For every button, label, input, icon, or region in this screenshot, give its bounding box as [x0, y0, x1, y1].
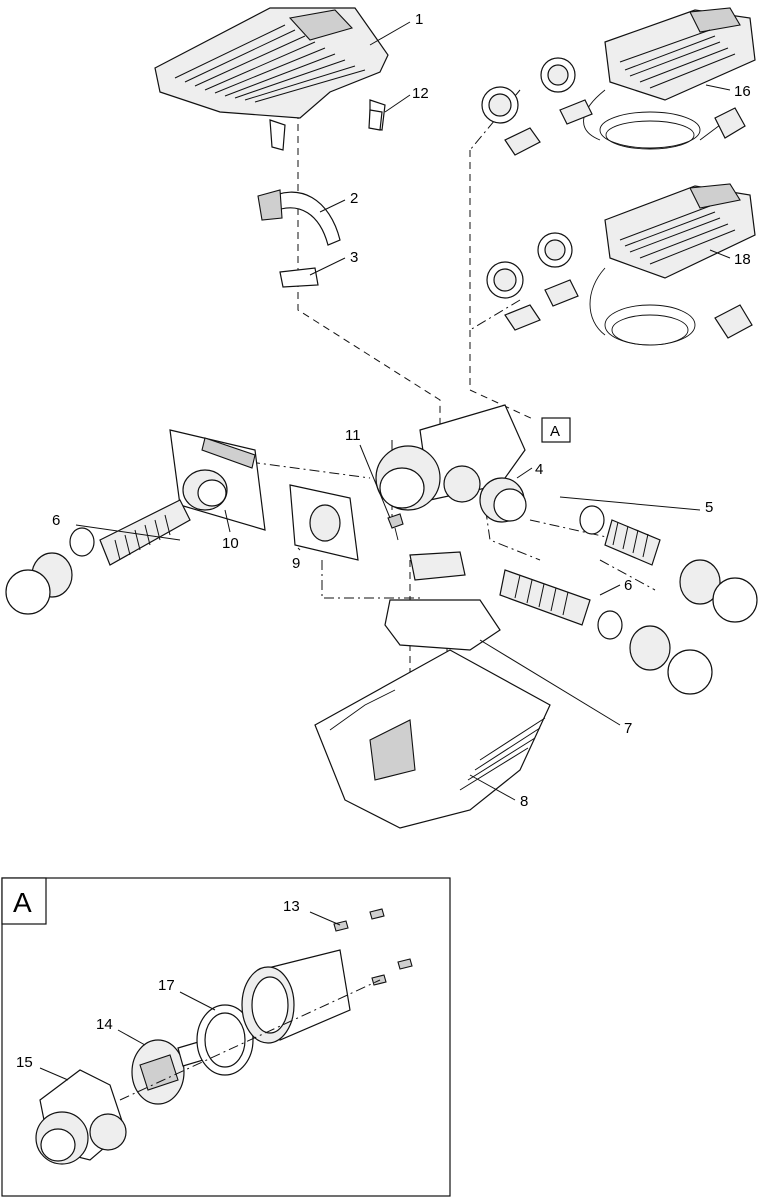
label-part-3: 3 — [350, 249, 358, 266]
label-part-1: 1 — [415, 11, 423, 28]
top-cover — [154, 7, 389, 151]
detail-box-label: A — [13, 887, 32, 918]
hose-tail-left — [5, 499, 191, 615]
clip-part — [368, 109, 383, 131]
hose-tail-lower-right — [499, 569, 713, 695]
socket-plug-2-pin — [481, 57, 593, 156]
pump-mount — [384, 551, 501, 651]
hose-tail-right — [579, 505, 758, 623]
base-housing — [314, 649, 551, 829]
detail-reference-label: A — [550, 423, 560, 440]
leader-lines — [39, 21, 731, 1081]
label-part-10: 10 — [222, 535, 239, 552]
label-part-5: 5 — [705, 499, 713, 516]
label-part-8: 8 — [520, 793, 528, 810]
label-part-2: 2 — [350, 190, 358, 207]
detail-a-dashes — [119, 979, 381, 1101]
gasket-plate — [289, 484, 359, 561]
label-part-6-right: 6 — [624, 577, 632, 594]
label-part-15: 15 — [16, 1054, 33, 1071]
small-clip — [279, 267, 319, 288]
label-part-7: 7 — [624, 720, 632, 737]
part-numbers: 1 12 2 3 11 4 5 6 6 10 9 7 8 16 18 13 17… — [16, 11, 751, 1071]
control-unit-bottom — [589, 183, 756, 346]
socket-plug-4-pin — [486, 232, 579, 331]
label-part-14: 14 — [96, 1016, 113, 1033]
pump-housing — [375, 404, 526, 511]
screw — [387, 513, 404, 541]
retaining-bracket — [257, 189, 341, 246]
motor-can — [241, 949, 351, 1044]
label-part-13: 13 — [283, 898, 300, 915]
control-unit-top — [583, 7, 756, 150]
label-part-18: 18 — [734, 251, 751, 268]
label-part-6-left: 6 — [52, 512, 60, 529]
pump-head-detail — [35, 1069, 127, 1165]
inlet-fitting — [169, 429, 266, 531]
union-nut — [479, 477, 527, 523]
label-part-12: 12 — [412, 85, 429, 102]
label-part-16: 16 — [734, 83, 751, 100]
label-part-17: 17 — [158, 977, 175, 994]
detail-reference: A — [541, 417, 571, 443]
label-part-11: 11 — [345, 427, 361, 444]
label-part-4: 4 — [535, 461, 543, 478]
label-part-9: 9 — [292, 555, 300, 572]
